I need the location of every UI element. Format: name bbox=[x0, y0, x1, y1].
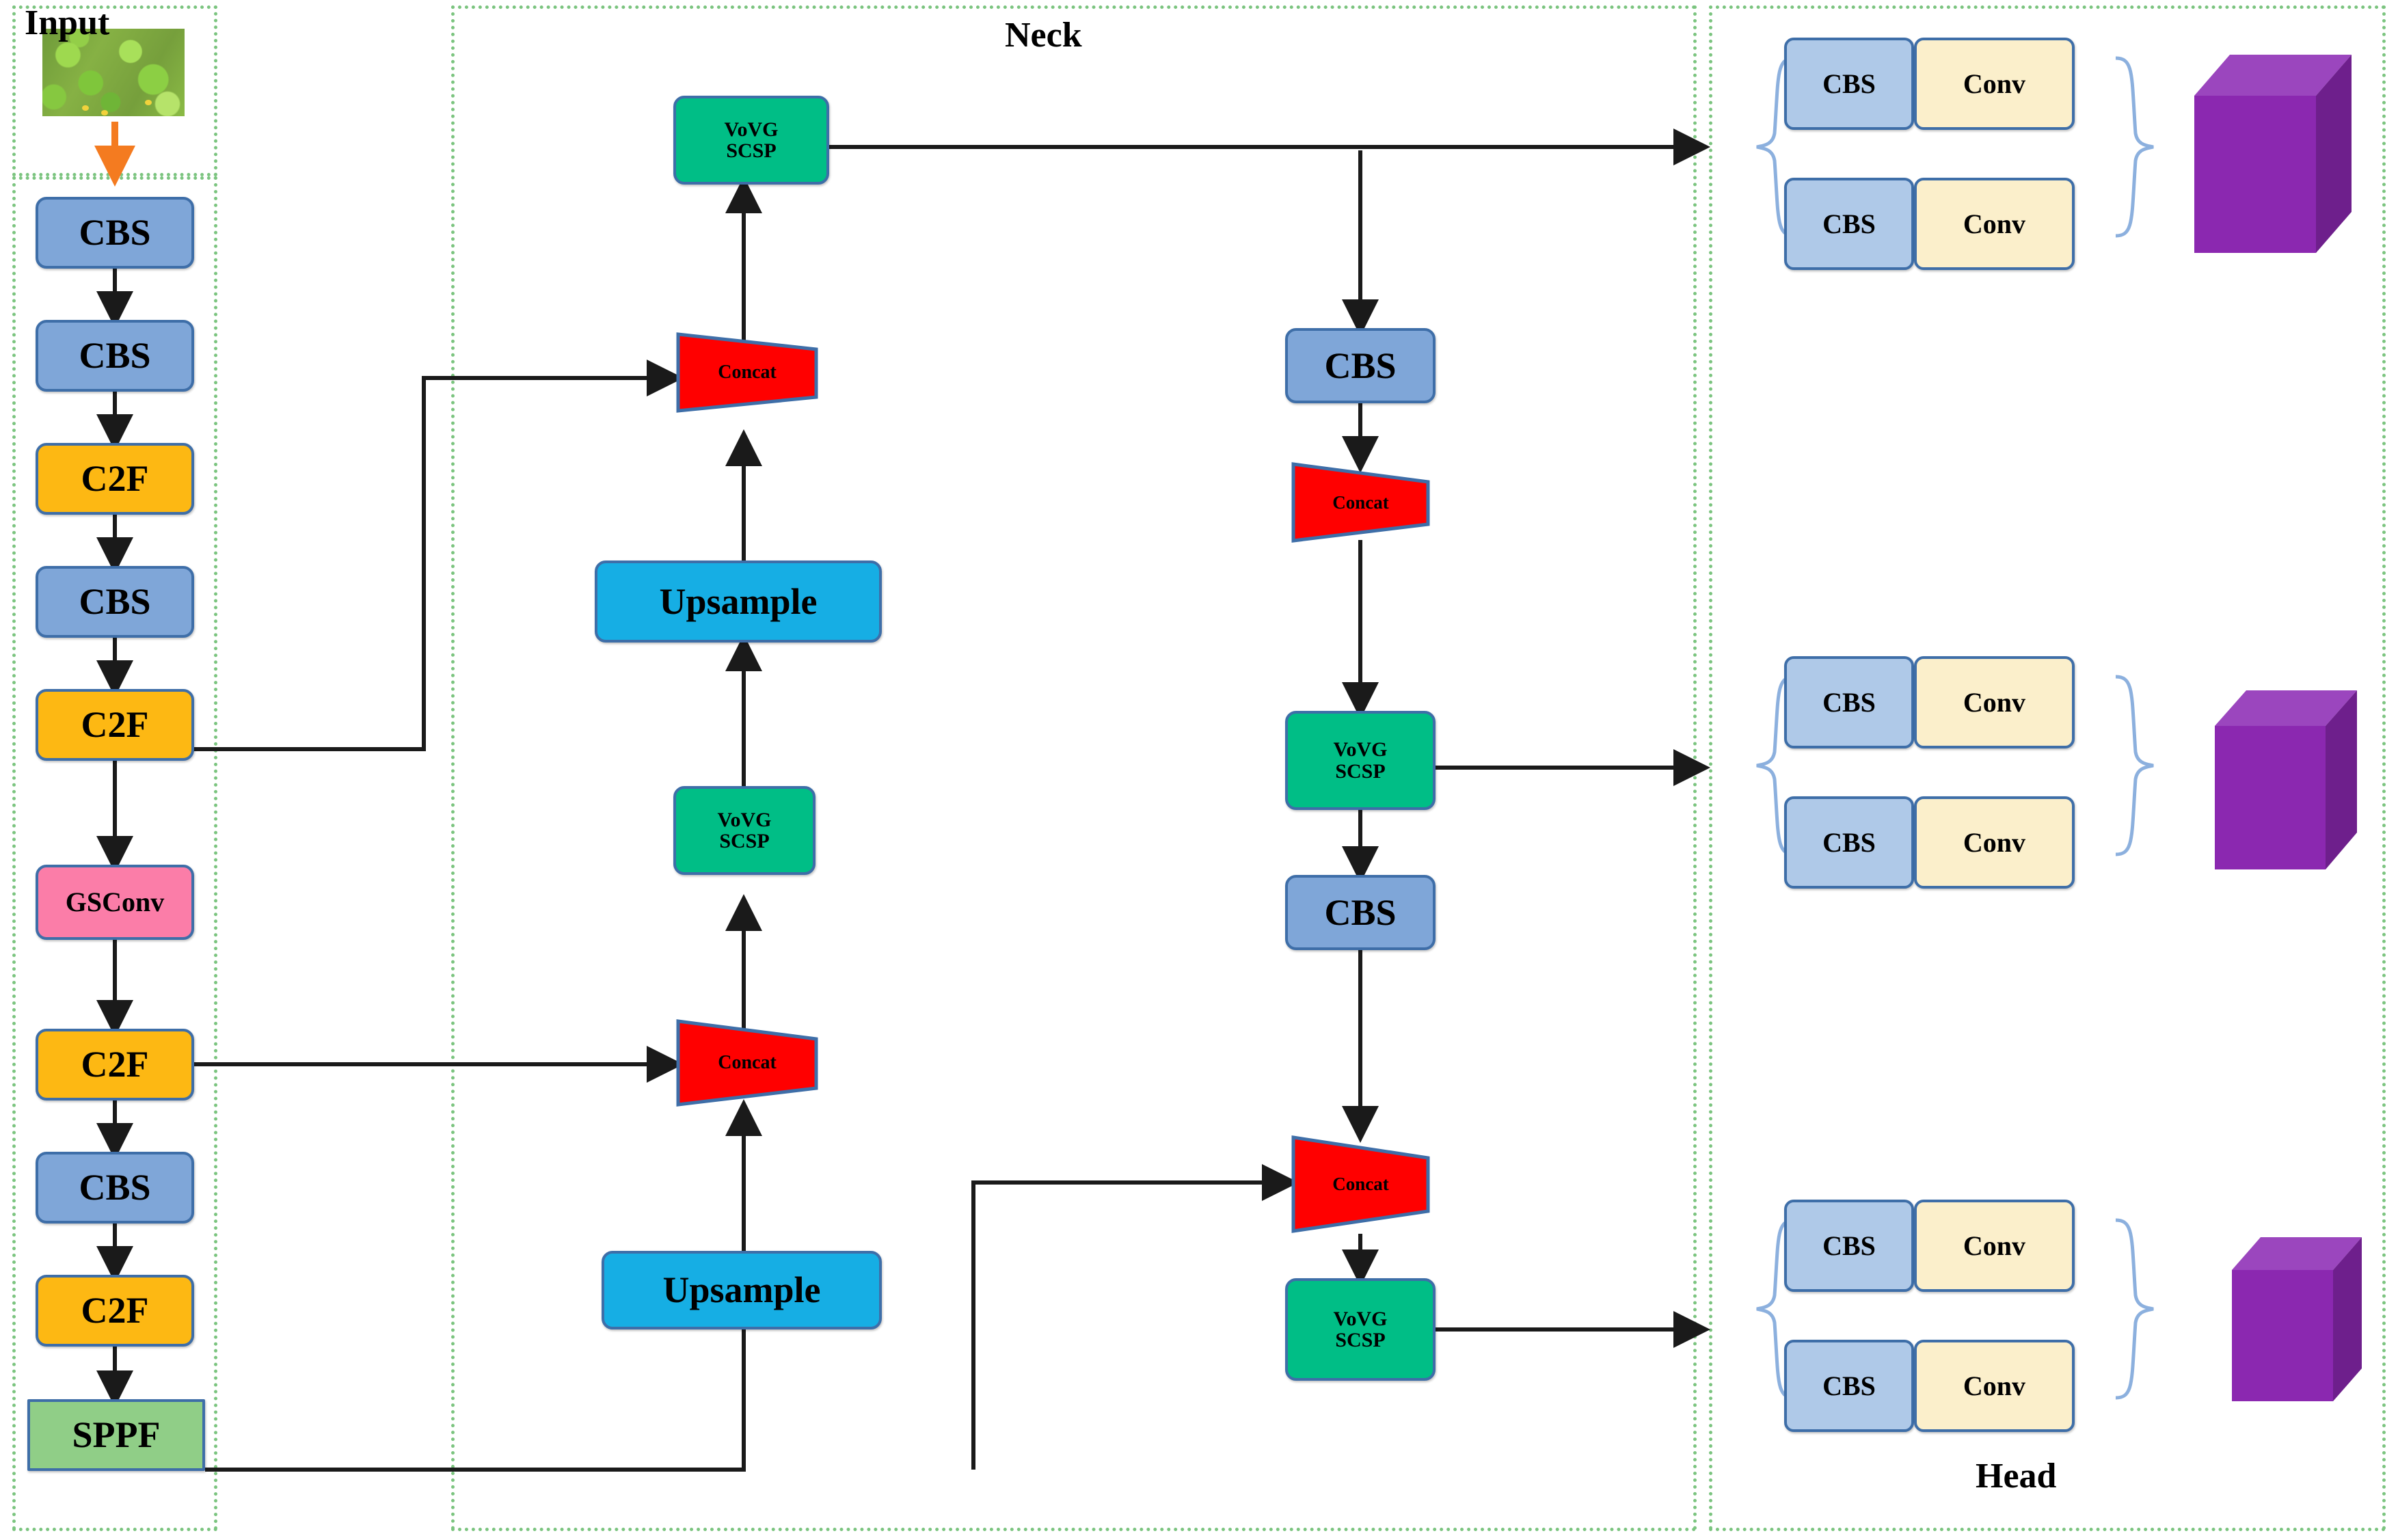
neck-node-vovgscsp-right-2[interactable]: VoVG SCSP bbox=[1285, 1278, 1436, 1381]
node-label: C2F bbox=[81, 704, 149, 746]
neck-section-title: Neck bbox=[1005, 16, 1082, 55]
neck-node-concat-right-1[interactable]: Concat bbox=[1291, 461, 1431, 543]
head-g3-row1-conv[interactable]: Conv bbox=[1914, 1200, 2075, 1292]
backbone-node-c2f-2[interactable]: C2F bbox=[36, 689, 194, 761]
neck-node-vovgscsp-top[interactable]: VoVG SCSP bbox=[673, 96, 829, 185]
node-label: CBS bbox=[1822, 826, 1876, 858]
head-g1-row2-conv[interactable]: Conv bbox=[1914, 178, 2075, 270]
node-label: CBS bbox=[1822, 1370, 1876, 1401]
node-label: C2F bbox=[81, 458, 149, 500]
neck-node-vovgscsp-mid[interactable]: VoVG SCSP bbox=[673, 786, 816, 875]
node-label: CBS bbox=[79, 335, 151, 377]
node-label: CBS bbox=[1324, 891, 1397, 933]
node-label: CBS bbox=[79, 1167, 151, 1208]
head-g1-row1-conv[interactable]: Conv bbox=[1914, 38, 2075, 130]
node-label-line1: VoVG bbox=[1333, 738, 1388, 761]
node-label: Concat bbox=[1332, 491, 1389, 513]
head-g3-row2-cbs[interactable]: CBS bbox=[1784, 1340, 1914, 1432]
node-label: Conv bbox=[1963, 1370, 2026, 1401]
node-label: Concat bbox=[718, 1052, 777, 1073]
neck-node-concat-right-2[interactable]: Concat bbox=[1291, 1135, 1431, 1234]
node-label-line1: VoVG bbox=[1333, 1307, 1388, 1330]
node-label: CBS bbox=[79, 581, 151, 623]
node-label: C2F bbox=[81, 1290, 149, 1332]
backbone-node-cbs-2[interactable]: CBS bbox=[36, 320, 194, 392]
head-brace-2 bbox=[1756, 675, 2154, 856]
node-label: GSConv bbox=[65, 887, 165, 917]
head-g3-row1-cbs[interactable]: CBS bbox=[1784, 1200, 1914, 1292]
node-label: Upsample bbox=[662, 1269, 821, 1311]
neck-node-cbs-2[interactable]: CBS bbox=[1285, 875, 1436, 950]
node-label: CBS bbox=[79, 212, 151, 254]
node-label: CBS bbox=[1822, 68, 1876, 99]
node-label: Conv bbox=[1963, 826, 2026, 858]
backbone-node-gsconv[interactable]: GSConv bbox=[36, 865, 194, 940]
head-g2-row2-conv[interactable]: Conv bbox=[1914, 796, 2075, 889]
node-label-line2: SCSP bbox=[726, 139, 777, 162]
head-section-title: Head bbox=[1976, 1457, 2057, 1496]
head-g1-row1-cbs[interactable]: CBS bbox=[1784, 38, 1914, 130]
neck-node-concat-mid[interactable]: Concat bbox=[675, 1018, 819, 1107]
node-label: SPPF bbox=[72, 1414, 161, 1456]
neck-node-cbs-1[interactable]: CBS bbox=[1285, 328, 1436, 403]
node-label-line2: SCSP bbox=[719, 830, 770, 852]
node-label: C2F bbox=[81, 1044, 149, 1085]
head-output-cube-3 bbox=[2232, 1237, 2362, 1401]
backbone-node-sppf[interactable]: SPPF bbox=[27, 1399, 205, 1471]
node-label: CBS bbox=[1822, 1230, 1876, 1261]
node-label: CBS bbox=[1822, 686, 1876, 718]
backbone-node-cbs-3[interactable]: CBS bbox=[36, 566, 194, 638]
input-section-title: Input bbox=[25, 3, 110, 42]
backbone-node-cbs-1[interactable]: CBS bbox=[36, 197, 194, 269]
node-label-line1: VoVG bbox=[717, 808, 772, 831]
node-label-line2: SCSP bbox=[1335, 759, 1386, 783]
node-label: CBS bbox=[1324, 345, 1397, 386]
backbone-node-cbs-4[interactable]: CBS bbox=[36, 1152, 194, 1224]
neck-node-upsample-2[interactable]: Upsample bbox=[602, 1251, 882, 1329]
node-label: Concat bbox=[1332, 1174, 1389, 1194]
node-label: Conv bbox=[1963, 686, 2026, 718]
node-label: CBS bbox=[1822, 208, 1876, 239]
node-label: Concat bbox=[718, 362, 777, 383]
neck-node-vovgscsp-right-1[interactable]: VoVG SCSP bbox=[1285, 711, 1436, 810]
region-head-frame bbox=[1709, 5, 2386, 1531]
head-g2-row1-cbs[interactable]: CBS bbox=[1784, 656, 1914, 748]
head-g1-row2-cbs[interactable]: CBS bbox=[1784, 178, 1914, 270]
node-label: Conv bbox=[1963, 68, 2026, 99]
backbone-node-c2f-1[interactable]: C2F bbox=[36, 443, 194, 515]
node-label: Conv bbox=[1963, 208, 2026, 239]
neck-node-upsample-1[interactable]: Upsample bbox=[595, 560, 882, 643]
head-g3-row2-conv[interactable]: Conv bbox=[1914, 1340, 2075, 1432]
head-g2-row1-conv[interactable]: Conv bbox=[1914, 656, 2075, 748]
backbone-node-c2f-4[interactable]: C2F bbox=[36, 1275, 194, 1347]
node-label-line2: SCSP bbox=[1335, 1329, 1386, 1351]
backbone-node-c2f-3[interactable]: C2F bbox=[36, 1029, 194, 1100]
head-output-cube-1 bbox=[2194, 55, 2352, 253]
head-output-cube-2 bbox=[2215, 690, 2357, 869]
neck-node-concat-top[interactable]: Concat bbox=[675, 332, 819, 414]
input-image-thumbnail bbox=[42, 29, 185, 116]
head-g2-row2-cbs[interactable]: CBS bbox=[1784, 796, 1914, 889]
head-brace-1 bbox=[1756, 56, 2154, 238]
head-brace-3 bbox=[1756, 1218, 2154, 1400]
node-label: Upsample bbox=[659, 580, 818, 622]
node-label-line1: VoVG bbox=[724, 118, 779, 141]
node-label: Conv bbox=[1963, 1230, 2026, 1261]
